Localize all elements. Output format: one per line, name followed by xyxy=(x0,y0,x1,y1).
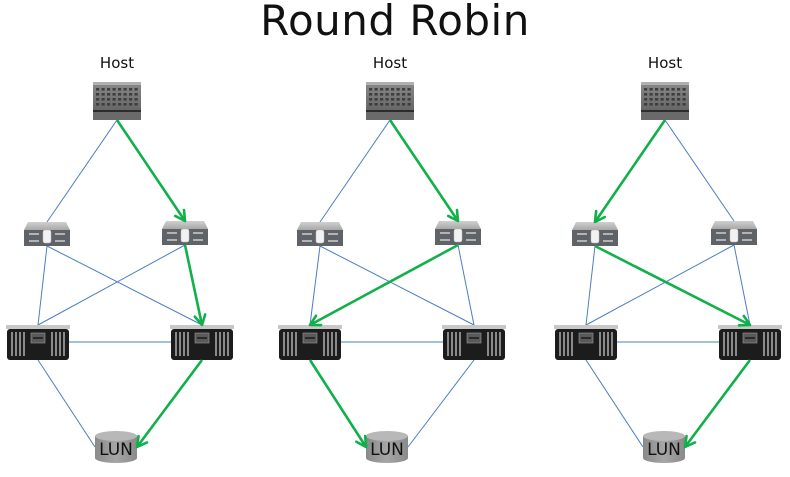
link-switch_left-array_left xyxy=(37,245,48,326)
link-array_left-lun xyxy=(37,359,96,448)
arrowhead xyxy=(446,208,460,223)
arrowhead xyxy=(737,314,752,327)
link-host-switch_left xyxy=(46,119,118,223)
link-switch_left-array_right xyxy=(319,245,475,326)
server-icon xyxy=(641,82,689,120)
server-icon xyxy=(366,82,414,120)
link-switch_left-array_right xyxy=(46,245,203,326)
switch-right-icon xyxy=(711,221,757,245)
diagram-title: Round Robin xyxy=(260,0,530,45)
arrowhead xyxy=(135,434,149,449)
link-switch_left-array_left xyxy=(585,245,596,326)
link-switch_right-array_left xyxy=(585,244,735,326)
link-array_left-lun xyxy=(585,359,644,448)
active-path-switch_left-to-array_right xyxy=(594,244,751,327)
active-path-array_right-to-lun xyxy=(683,359,752,448)
switch-left-icon xyxy=(24,222,70,246)
host-label: Host xyxy=(373,54,407,72)
switch-left-icon xyxy=(297,222,343,246)
host-label: Host xyxy=(648,54,682,72)
host-label: Host xyxy=(100,54,134,72)
storage-array-left-icon xyxy=(278,325,342,360)
arrowhead xyxy=(173,208,187,223)
storage-array-right-icon xyxy=(170,325,234,360)
lun-disk-icon xyxy=(366,431,408,463)
link-host-switch_left xyxy=(319,119,391,223)
links xyxy=(37,119,203,448)
lun-disk-icon xyxy=(643,431,685,463)
active-path-host-to-switch_left xyxy=(593,119,667,223)
active-path-host-to-switch_right xyxy=(115,119,187,222)
link-array_right-lun xyxy=(407,359,475,448)
active-path-switch_right-to-array_left xyxy=(309,243,459,327)
arrowhead xyxy=(308,314,323,327)
lun-disk-icon xyxy=(95,431,137,463)
links xyxy=(309,119,475,448)
link-switch_right-array_right xyxy=(457,244,475,326)
lun-label: LUN xyxy=(99,440,133,460)
switch-right-icon xyxy=(162,221,208,245)
arrowhead xyxy=(355,434,368,449)
link-switch_left-array_left xyxy=(309,245,321,326)
arrowhead xyxy=(193,313,207,327)
link-switch_right-array_left xyxy=(37,244,186,326)
switch-left-icon xyxy=(572,222,618,246)
active-path-array_left-to-lun xyxy=(308,359,368,448)
storage-array-right-icon xyxy=(718,325,782,360)
storage-array-right-icon xyxy=(442,325,506,360)
links xyxy=(585,119,751,448)
active-path-array_right-to-lun xyxy=(135,359,204,448)
arrowhead xyxy=(593,209,607,224)
active-path-host-to-switch_right xyxy=(388,119,460,222)
lun-label: LUN xyxy=(647,440,681,460)
active-path-switch_right-to-array_right xyxy=(183,244,204,326)
storage-array-left-icon xyxy=(6,325,70,360)
server-icon xyxy=(93,82,141,120)
link-host-switch_right xyxy=(664,119,735,222)
storage-array-left-icon xyxy=(554,325,618,360)
switch-right-icon xyxy=(435,221,481,245)
lun-label: LUN xyxy=(370,440,404,460)
arrowhead xyxy=(683,434,697,449)
link-switch_right-array_right xyxy=(733,244,751,326)
